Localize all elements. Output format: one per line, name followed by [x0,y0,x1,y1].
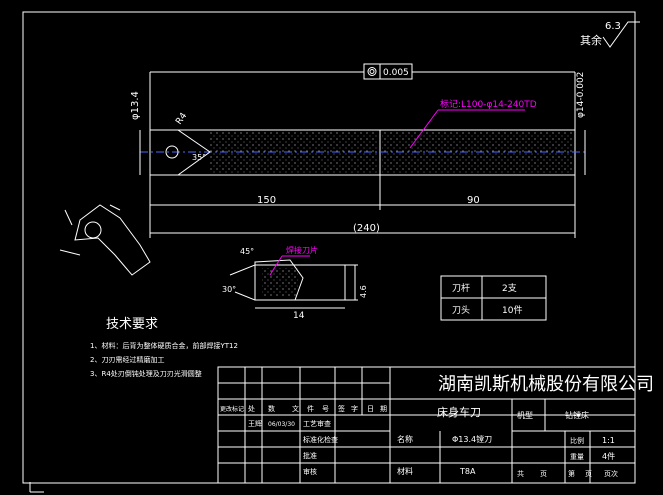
designer: 王辉 [248,420,262,428]
left-diameter: φ13.4 [130,91,141,120]
ucs-icon [29,482,44,493]
name-label: 名称 [397,434,413,444]
length-total: (240) [353,223,380,234]
qty-name-0: 刀杆 [452,282,470,294]
length-a: 150 [257,195,276,206]
change-h0: 更改标记 [220,405,244,413]
name-value: Φ13.4镗刀 [452,434,492,444]
machine-label: 机型 [517,410,533,420]
weight-label: 重量 [570,453,584,461]
qty-value-0: 2支 [502,282,517,294]
tolerance-value: 0.005 [383,68,409,78]
cutter-height: 4.6 [359,285,368,298]
scale-value: 1:1 [602,436,615,445]
section-detail [59,204,151,276]
tech-item-0: 1、材料：后背为整体硬质合金，前部焊接YT12 [90,341,238,350]
quantity-table [440,275,547,321]
std-check: 标准化检查 [303,435,338,444]
material-value: T8A [459,467,476,476]
boring-bar [140,129,585,176]
approve: 批准 [303,451,317,460]
length-b: 90 [467,195,480,206]
material-label: 材料 [397,466,413,476]
sheet-0: 共 [517,469,524,478]
sheet-4: 页次 [604,469,618,478]
change-h1: 处 [248,404,255,413]
qty-value-1: 10件 [502,304,522,316]
change-h4: 件 [307,404,314,413]
qty-name-1: 刀头 [452,305,470,316]
change-h2: 数 [268,404,275,413]
surface-finish-label: 其余 [580,33,602,47]
title-block [217,366,636,484]
machine-value: 钻镗床 [565,410,589,420]
tech-item-2: 3、R4处刃倒钝处理及刀刃光滑圆整 [90,369,202,378]
tech-item-1: 2、刀刃需经过精磨加工 [90,355,164,364]
change-h7: 字 [351,404,358,413]
change-h9: 期 [380,405,387,413]
audit: 审核 [303,467,317,476]
marking-label: 标记:L100-φ14-240TD [440,98,537,110]
change-h5: 号 [322,405,329,413]
qty-value: 4件 [602,451,615,461]
cutter-note: 焊接刀片 [286,245,318,255]
roughness-value: 6.3 [605,21,621,32]
right-diameter: φ14-0.002 [576,72,586,118]
angle-label: 35° [192,153,206,162]
change-h3: 文 [292,404,299,413]
scale-label: 比例 [570,436,584,445]
tech-title: 技术要求 [106,317,158,332]
sheet-3: 页 [585,470,592,478]
change-h8: 日 [367,405,374,413]
drawing-border [22,11,636,484]
cutter-width: 14 [293,311,305,321]
cutter-detail [229,259,358,309]
cutter-angle: 45° [240,247,254,256]
cutter-angle2: 30° [222,285,236,294]
concentricity-icon [367,67,377,76]
drawing-name: 床身车刀 [437,405,481,419]
sheet-2: 第 [568,469,575,478]
process-check: 工艺审查 [303,419,331,428]
change-h6: 签 [338,404,345,413]
sheet-1: 页 [540,470,547,478]
roughness-symbol [602,21,640,48]
chamfer-label: R4 [174,111,189,127]
company-name: 湖南凯斯机械股份有限公司 [438,374,654,395]
design-date: 06/03/30 [268,421,295,428]
